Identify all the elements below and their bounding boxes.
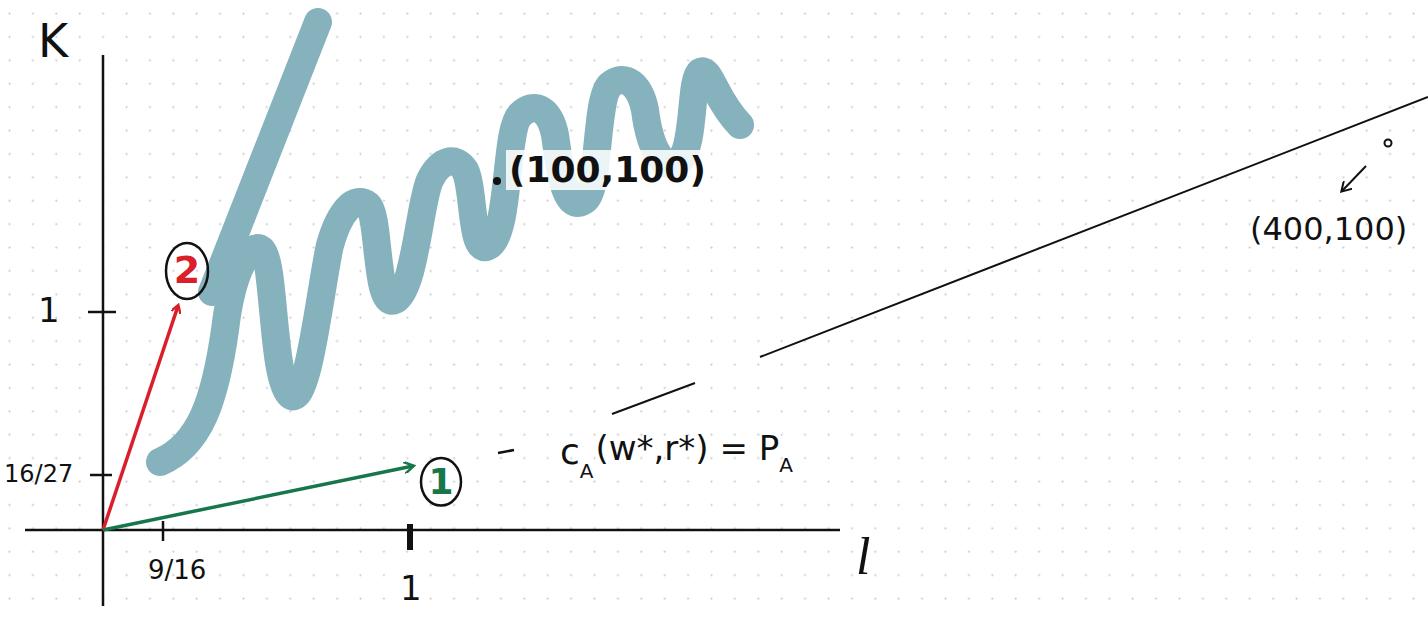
point-dot: [1385, 140, 1392, 147]
input-vector: [103, 306, 178, 530]
tick-label: 9/16: [148, 556, 206, 585]
tick: [162, 521, 165, 541]
point-label: (400,100): [1250, 212, 1407, 247]
l-axis: [25, 529, 840, 532]
tick-label: 1: [38, 292, 60, 329]
circled-number: 2: [164, 241, 210, 301]
shaded-band: [160, 22, 740, 462]
dash-mark: [498, 450, 514, 453]
tick: [407, 524, 413, 550]
circled-number: 1: [419, 456, 463, 508]
cost-label: (w*,r*) = P: [595, 430, 779, 467]
point-dot: [493, 177, 501, 185]
node-number: 2: [164, 250, 210, 292]
cost-label: c: [560, 432, 580, 472]
tick: [90, 474, 112, 477]
axis-label: K: [38, 16, 68, 67]
subscript: A: [779, 454, 793, 476]
leader-arrow: [1342, 166, 1366, 191]
tick-label: 16/27: [4, 461, 73, 487]
input-vector: [103, 466, 413, 530]
node-number: 1: [419, 462, 463, 502]
subscript: A: [580, 460, 594, 482]
axis-label: l: [856, 528, 870, 585]
point-label: (100,100): [506, 150, 709, 190]
tick: [88, 311, 116, 314]
tick-label: 1: [400, 570, 422, 607]
isocost-line: [760, 97, 1428, 357]
isocost-line: [612, 383, 695, 414]
